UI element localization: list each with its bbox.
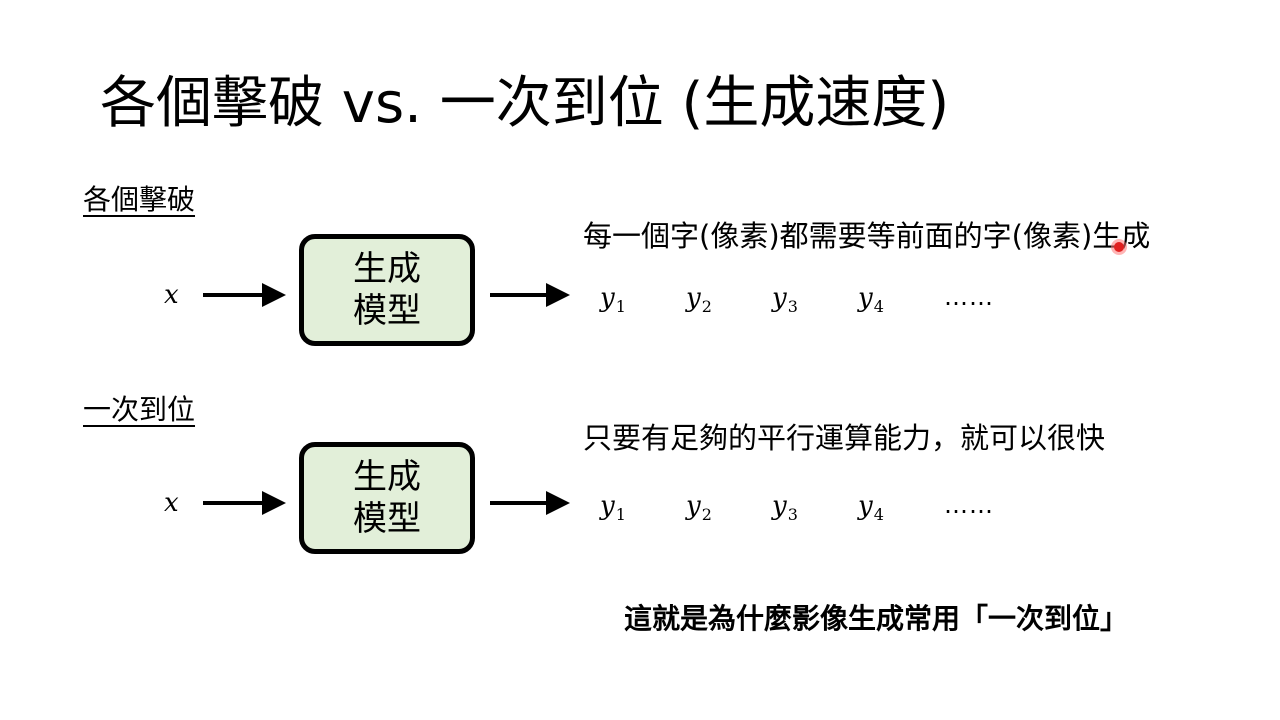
generative-model-box: 生成 模型 [299, 442, 475, 554]
section-label-autoregressive: 各個擊破 [83, 183, 196, 216]
output-token: y4 [858, 491, 884, 524]
generative-model-box: 生成 模型 [299, 234, 475, 346]
section-label-non-autoregressive: 一次到位 [83, 393, 196, 426]
model-label-line1: 生成 [353, 457, 421, 497]
conclusion-text: 這就是為什麼影像生成常用「一次到位」 [624, 602, 1129, 635]
output-ellipsis: …… [944, 491, 994, 519]
section-note: 每一個字(像素)都需要等前面的字(像素)生成 [583, 219, 1151, 253]
input-x: x [164, 280, 179, 310]
model-label-line2: 模型 [353, 499, 421, 539]
input-x: x [164, 488, 179, 518]
model-label-line2: 模型 [353, 291, 421, 331]
section-note: 只要有足夠的平行運算能力，就可以很快 [583, 421, 1106, 455]
output-token: y3 [772, 283, 798, 316]
model-label-line1: 生成 [353, 249, 421, 289]
output-token: y3 [772, 491, 798, 524]
output-ellipsis: …… [944, 283, 994, 311]
laser-pointer-icon [1114, 242, 1124, 252]
output-token: y1 [600, 491, 626, 524]
output-token: y4 [858, 283, 884, 316]
output-token: y2 [686, 283, 712, 316]
output-token: y1 [600, 283, 626, 316]
slide-title: 各個擊破 vs. 一次到位 (生成速度) [100, 71, 950, 136]
output-token: y2 [686, 491, 712, 524]
